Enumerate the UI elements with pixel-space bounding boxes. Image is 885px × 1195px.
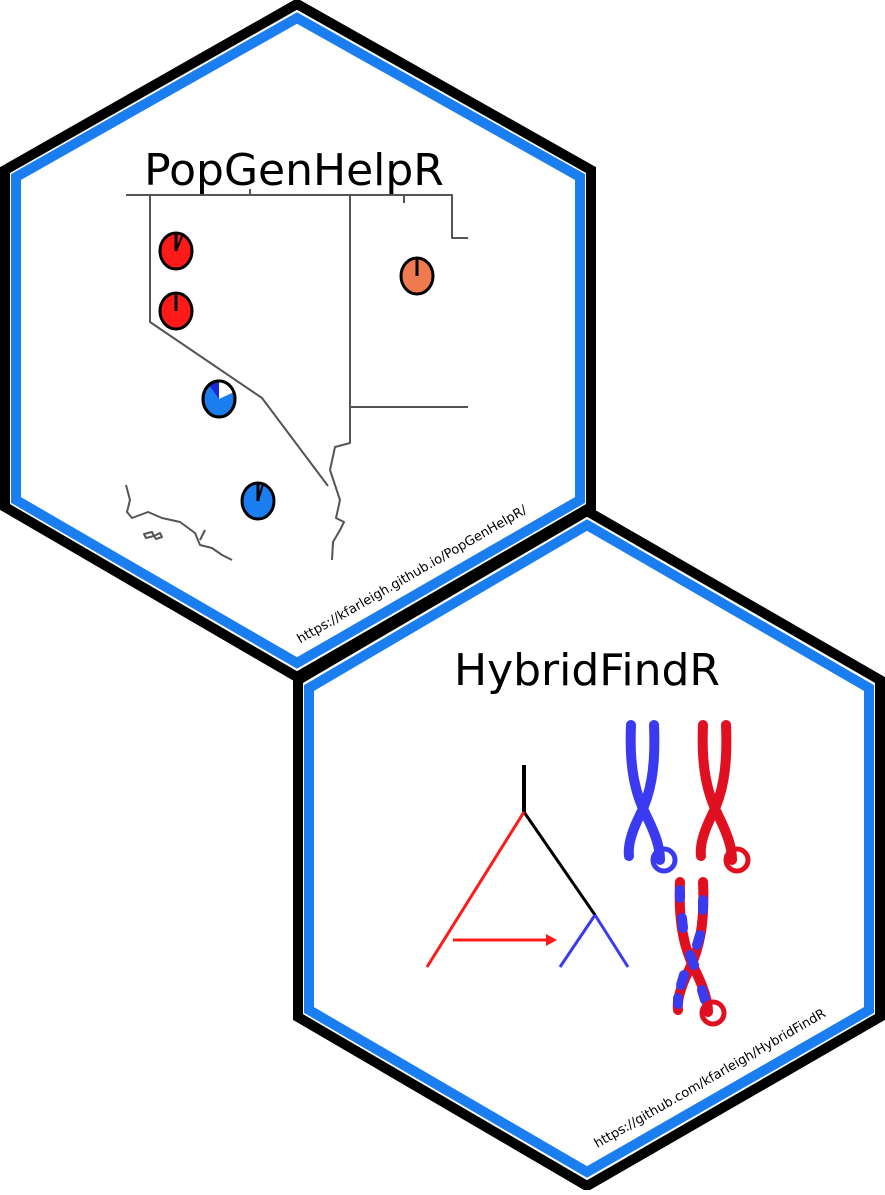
hybridfindr-hex-inner-border [304, 519, 874, 1178]
map-pie-chart-icon [158, 231, 435, 521]
phylogenetic-tree-icon [425, 765, 630, 968]
popgenhelpr-hex-inner-border [11, 12, 585, 669]
chromosome-icon [623, 720, 751, 1027]
hybridfindr-title: HybridFindR [454, 645, 720, 696]
hybridfindr-sticker: HybridFindR https://github.com/kfarleigh… [293, 505, 885, 1192]
popgenhelpr-title: PopGenHelpR [144, 145, 444, 196]
us-border-map-icon [125, 189, 468, 561]
